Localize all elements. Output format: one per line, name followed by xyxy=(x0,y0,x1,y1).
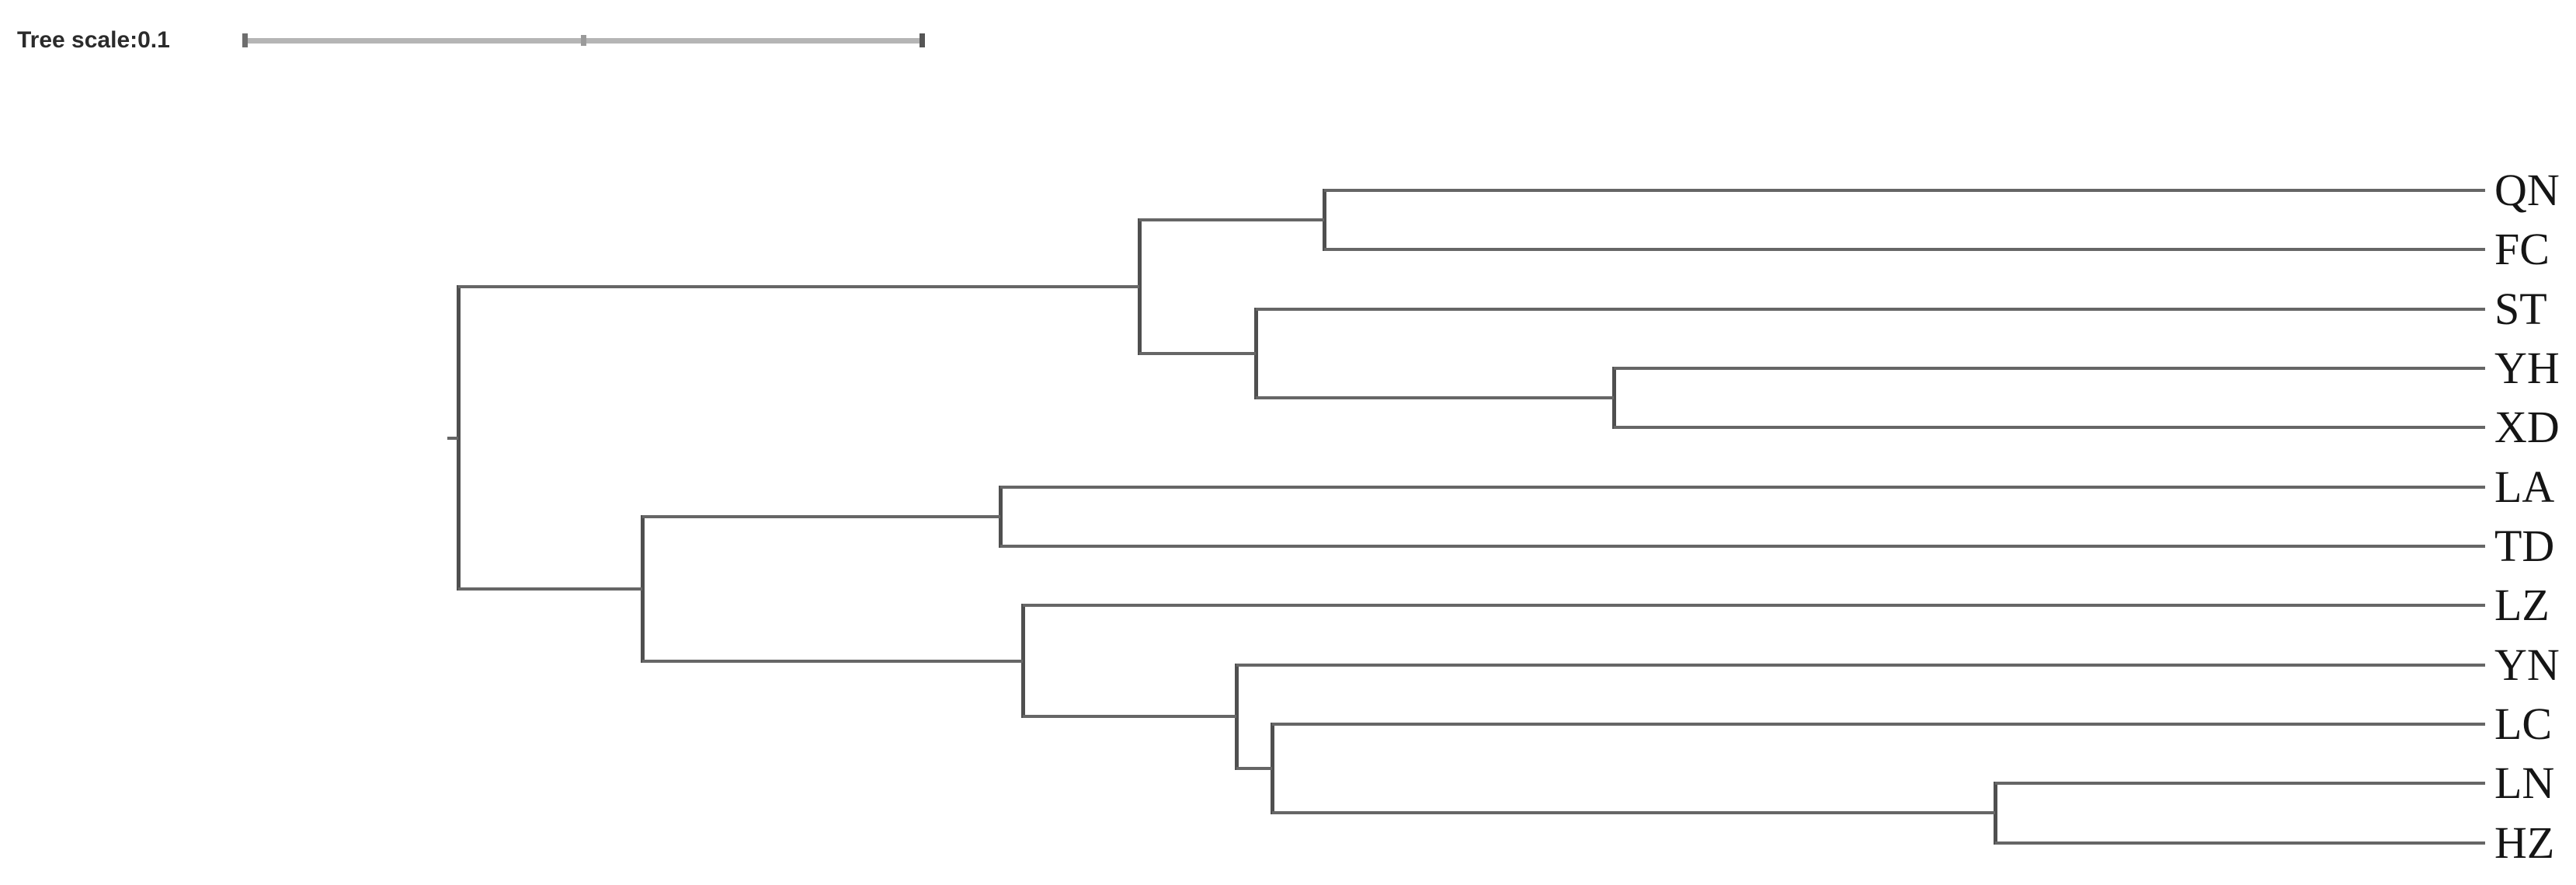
leaf-label-hz: HZ xyxy=(2494,817,2555,868)
branch-hz xyxy=(1995,841,2485,845)
branch-lz xyxy=(1023,604,2485,607)
node-yh-xd xyxy=(1611,367,1616,429)
branch-qn xyxy=(1324,189,2485,192)
leaf-label-st: ST xyxy=(2494,284,2547,334)
node-st-yh-xd xyxy=(1253,308,1258,399)
node-lower-clade xyxy=(640,515,645,663)
branch-to-lower-clade xyxy=(458,587,642,591)
branch-to-upper-clade xyxy=(458,285,1139,288)
node-qn-fc xyxy=(1322,189,1326,251)
branch-to-ln-hz xyxy=(1272,811,1995,814)
branch-yh xyxy=(1614,367,2485,370)
leaf-label-td: TD xyxy=(2494,521,2555,571)
node-lz-group xyxy=(1020,604,1025,718)
branch-to-yn-group xyxy=(1023,715,1236,718)
node-qn-fc-st-yh-xd xyxy=(1137,218,1142,355)
branch-to-la-td xyxy=(642,515,1000,518)
tree-scale-tick-2 xyxy=(920,33,925,47)
leaf-label-lz: LZ xyxy=(2494,580,2550,630)
leaf-label-lc: LC xyxy=(2494,699,2553,749)
node-yn-group xyxy=(1234,664,1239,770)
branch-to-yh-xd xyxy=(1256,396,1614,399)
branch-to-lc-group xyxy=(1236,767,1272,770)
branch-to-lz-group xyxy=(642,660,1023,663)
tree-scale-tick-0 xyxy=(242,33,248,47)
leaf-label-yn: YN xyxy=(2494,639,2560,690)
branch-lc xyxy=(1272,723,2485,726)
leaf-label-yh: YH xyxy=(2494,343,2560,393)
leaf-label-qn: QN xyxy=(2494,165,2560,215)
leaf-label-fc: FC xyxy=(2494,224,2550,274)
branch-yn xyxy=(1236,664,2485,667)
branch-to-st-yh-xd xyxy=(1139,352,1256,355)
tree-scale-label: Tree scale:0.1 xyxy=(17,27,170,53)
branch-to-qn-fc xyxy=(1139,218,1324,221)
leaf-label-ln: LN xyxy=(2494,758,2555,808)
branch-st xyxy=(1256,308,2485,311)
leaf-label-xd: XD xyxy=(2494,402,2560,452)
tree-scale-tick-1 xyxy=(581,35,586,46)
leaf-label-la: LA xyxy=(2494,462,2555,512)
node-lc-group xyxy=(1270,723,1274,814)
branch-la xyxy=(1000,486,2485,489)
root-stub xyxy=(447,437,458,440)
branch-td xyxy=(1000,545,2485,548)
branch-ln xyxy=(1995,782,2485,785)
node-ln-hz xyxy=(1993,782,1997,845)
branch-fc xyxy=(1324,248,2485,251)
branch-xd xyxy=(1614,426,2485,429)
node-la-td xyxy=(998,486,1003,548)
root-vertical xyxy=(456,285,461,591)
